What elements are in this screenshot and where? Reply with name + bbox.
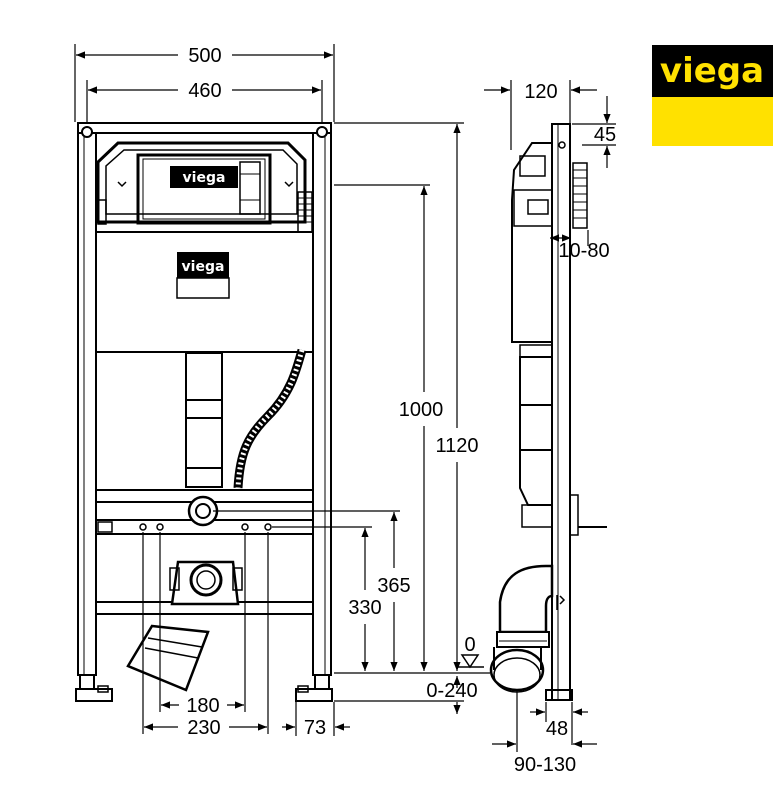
plate-brand-text: viega: [183, 170, 226, 186]
logo-text: viega: [660, 51, 764, 91]
dim-frame-height: 1000: [399, 399, 444, 421]
dim-inner-width: 460: [188, 80, 221, 102]
dim-foot-adjust: 0-240: [426, 680, 477, 702]
label-brand-text: viega: [182, 259, 225, 275]
dim-bottom-depth: 48: [546, 718, 568, 740]
dim-depth: 120: [524, 81, 557, 103]
side-view-frame: [489, 123, 607, 701]
dim-outlet-height: 365: [377, 575, 410, 597]
dim-bend-range: 90-130: [514, 754, 576, 776]
dim-total-height: 1120: [435, 435, 478, 457]
front-dimension-labels: 500 460 1000 1120 365 330 180 230 73 0 0…: [186, 45, 478, 739]
dim-floor-zero: 0: [464, 634, 475, 656]
side-dimension-lines: [484, 80, 616, 752]
cistern-brand-plate: viega: [170, 166, 238, 188]
dim-top-offset: 45: [594, 124, 616, 146]
dim-bracket-spacing: 180: [186, 695, 219, 717]
viega-logo: viega: [652, 45, 773, 146]
front-dimension-lines: [74, 44, 490, 736]
dim-water-height: 330: [348, 597, 381, 619]
label-brand-plate: viega: [182, 259, 225, 275]
dim-foot-offset: 73: [304, 717, 326, 739]
dim-outlet-spacing: 230: [187, 717, 220, 739]
front-view-frame: [75, 122, 333, 702]
dim-overall-width: 500: [188, 45, 221, 67]
dim-wall-range: 10-80: [558, 240, 609, 262]
side-dimension-labels: 120 45 10-80 48 90-130: [514, 81, 616, 776]
